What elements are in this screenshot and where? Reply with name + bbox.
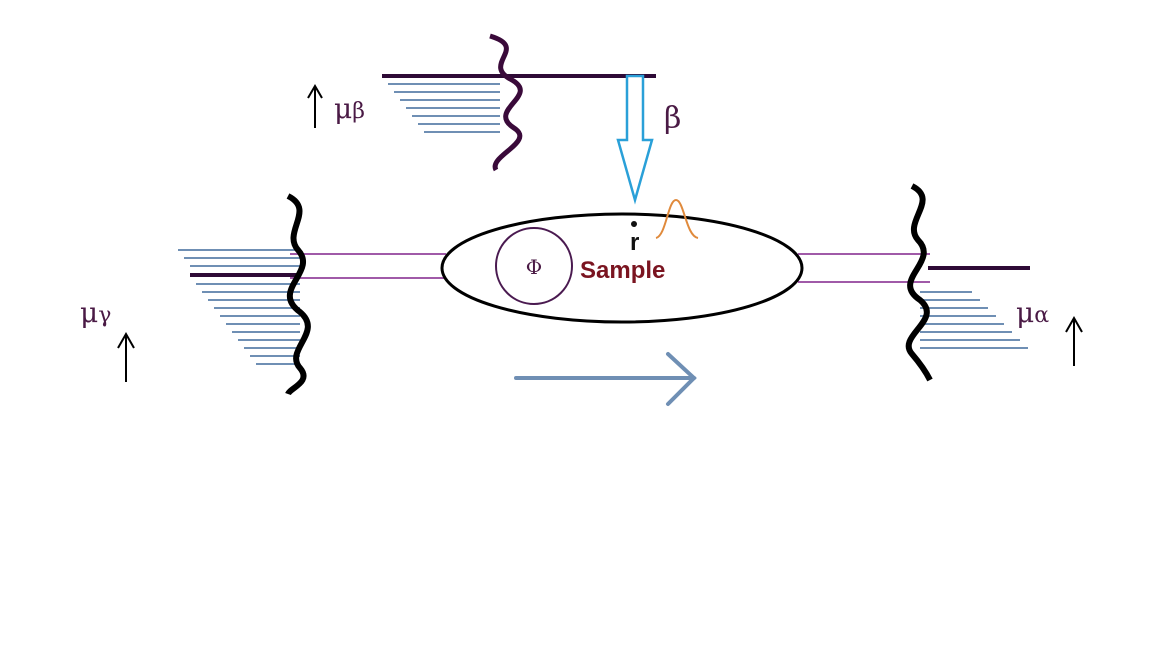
label-sample: Sample [580,257,665,284]
phi-circle [495,227,573,305]
up-arrow-icon [307,84,323,128]
up-arrow-icon [1065,315,1083,366]
sample-ellipse [440,212,804,324]
reservoir-beta-wavy-edge [489,33,523,172]
reservoir-gamma-filling [178,249,300,365]
flow-arrow [514,352,697,406]
sample: Φ Sample r [290,198,930,324]
label-phi: Φ [526,255,542,279]
down-arrow-hollow-icon [616,74,654,205]
label-beta: β [664,101,681,136]
up-arrow-icon [117,331,135,382]
reservoir-gamma-wavy-edge [285,193,311,396]
reservoir-beta-filling [388,83,500,133]
reservoir-alpha: μα [905,183,1083,382]
reservoir-alpha-filling [920,291,1028,349]
label-mu-alpha: μα [1016,296,1049,329]
reservoir-beta: μβ [307,33,656,172]
gaussian-wavepacket [655,198,699,239]
label-mu-gamma: μγ [80,296,111,329]
reservoir-alpha-wavy-edge [905,183,933,382]
lead-left [290,253,446,279]
right-arrow-icon [514,352,697,406]
injection-arrow: β [616,74,681,205]
label-r: r [630,229,639,256]
label-mu-beta: μβ [334,92,365,125]
point-r-dot [631,221,637,227]
reservoir-gamma: μγ [80,193,311,396]
